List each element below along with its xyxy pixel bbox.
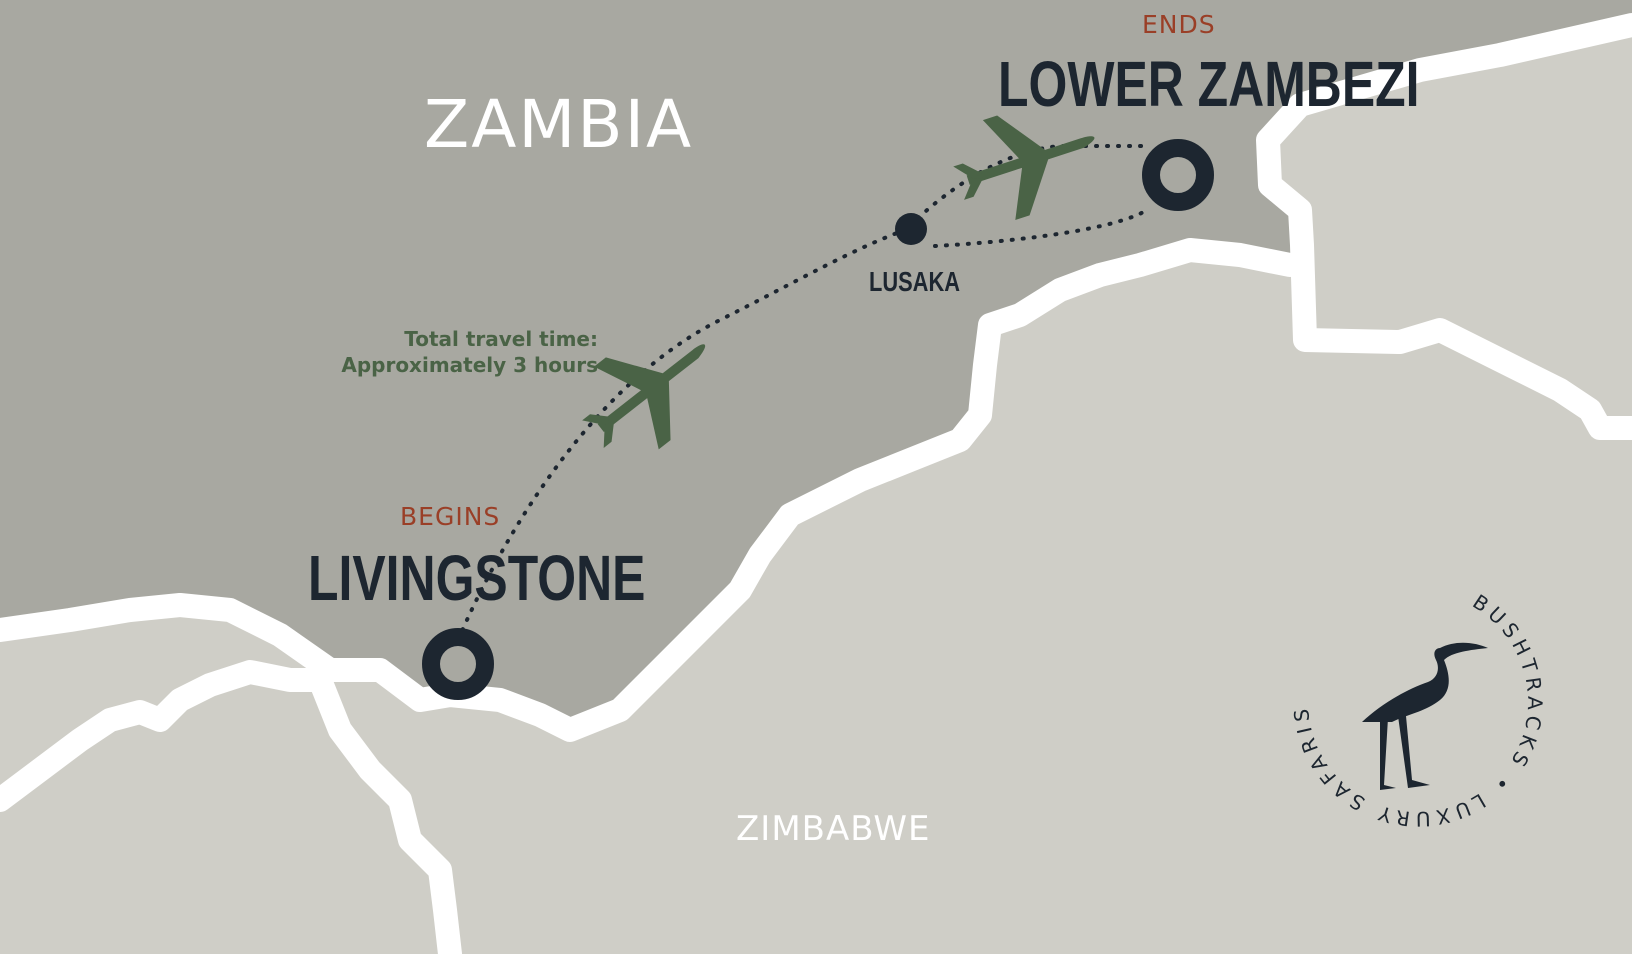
country-label-zambia: ZAMBIA: [424, 86, 694, 163]
end-tag: ENDS: [1142, 10, 1216, 39]
country-label-zimbabwe: ZIMBABWE: [736, 809, 931, 849]
route-segment-lusaka-lower-zambezi: [916, 144, 1150, 220]
waypoint-name: LUSAKA: [869, 266, 961, 297]
flight-route: [456, 144, 1152, 642]
travel-time-line-1: Total travel time:: [404, 327, 598, 351]
borders: [0, 13, 1632, 954]
route-segment-livingstone-lusaka: [456, 226, 912, 642]
start-destination-name: LIVINGSTONE: [308, 542, 646, 614]
airplane-icon: [953, 115, 1095, 220]
zambia-region: [0, 0, 1632, 730]
end-destination-name: LOWER ZAMBEZI: [998, 48, 1420, 120]
airplane-icon: [582, 344, 706, 450]
travel-time-line-2: Approximately 3 hours: [341, 353, 598, 377]
destination-marker-icon: [1142, 139, 1214, 211]
start-tag: BEGINS: [400, 502, 501, 531]
travel-time-note: Total travel time: Approximately 3 hours: [341, 326, 598, 378]
waypoint-dot-icon: [895, 213, 927, 245]
destination-marker-icon: [422, 628, 494, 700]
